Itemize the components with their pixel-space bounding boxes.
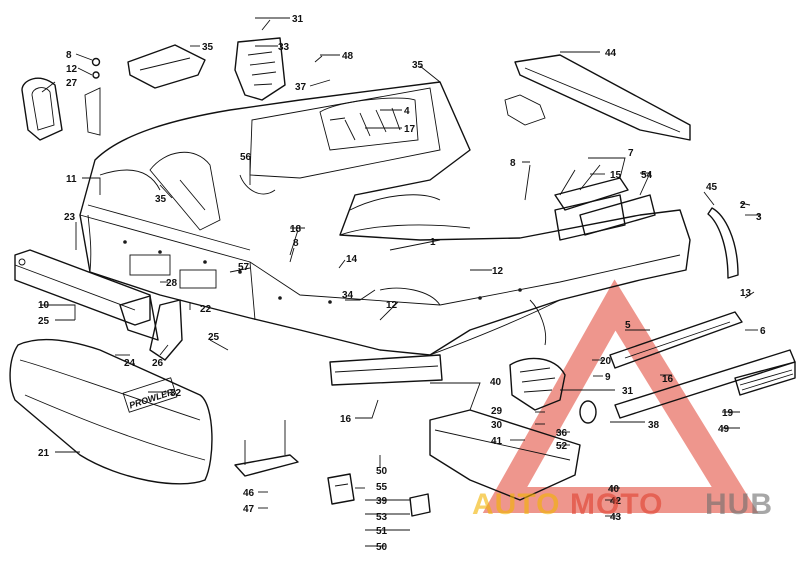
part-33-boot: [234, 37, 286, 101]
callout-c51: 51: [376, 526, 388, 537]
part-53-clip: [409, 493, 431, 517]
callout-c9: 9: [605, 372, 611, 383]
callout-c5: 5: [625, 320, 631, 331]
callout-c21: 21: [38, 448, 50, 459]
callout-c27: 27: [66, 78, 78, 89]
callout-c40b: 40: [608, 484, 620, 495]
callout-c57: 57: [238, 262, 250, 273]
callout-c22: 22: [200, 304, 212, 315]
watermark-moto: MOTO: [570, 488, 663, 521]
callout-c8c: 8: [293, 238, 299, 249]
bolt-holes: [123, 240, 522, 304]
watermark-triangle-icon: [482, 279, 759, 513]
part-55-latch: [327, 473, 355, 505]
callout-c4: 4: [404, 106, 410, 117]
callout-c46: 46: [243, 488, 255, 499]
callout-c14: 14: [346, 254, 358, 265]
part-7-15-bracket: [554, 164, 656, 241]
part-29-boot-right: [509, 357, 566, 411]
callout-c31b: 31: [622, 386, 634, 397]
callout-c35b: 35: [412, 60, 424, 71]
callout-c48: 48: [342, 51, 354, 62]
watermark-auto: AUTO: [472, 488, 560, 521]
part-30-clamp: [579, 400, 597, 424]
callout-c24: 24: [124, 358, 136, 369]
callout-c34: 34: [342, 290, 354, 301]
callout-c11: 11: [66, 174, 77, 185]
part-26-bracket: [149, 299, 183, 361]
part-46-plate: [234, 454, 299, 477]
callout-c28: 28: [166, 278, 178, 289]
callout-c20: 20: [600, 356, 612, 367]
part-16-skid-plate: [329, 354, 443, 386]
part-27-lens-bezel: [21, 77, 63, 141]
part-19-wear-strip: [614, 349, 796, 419]
callout-c36: 36: [556, 428, 568, 439]
callout-c18: 18: [290, 224, 302, 235]
callout-c53: 53: [376, 512, 388, 523]
callout-c45: 45: [706, 182, 718, 193]
callout-c17: 17: [404, 124, 416, 135]
callout-c23: 23: [64, 212, 76, 223]
callout-c25a: 25: [38, 316, 50, 327]
callout-c41: 41: [491, 436, 503, 447]
callout-c25b: 25: [208, 332, 220, 343]
callout-c10: 10: [38, 300, 50, 311]
callout-c55: 55: [376, 482, 388, 493]
callout-c35c: 35: [155, 194, 167, 205]
callout-c31a: 31: [292, 14, 304, 25]
watermark-logo: [482, 279, 759, 513]
bumper-decal-text: PROWLER: [128, 387, 175, 411]
callout-c47: 47: [243, 504, 255, 515]
callout-c54: 54: [641, 170, 653, 181]
callout-c37: 37: [295, 82, 307, 93]
part-5-rail: [609, 311, 743, 369]
callout-c38: 38: [648, 420, 660, 431]
callout-c8a: 8: [66, 50, 72, 61]
callout-c42: 42: [610, 496, 622, 507]
callout-c49: 49: [718, 424, 730, 435]
callout-c39: 39: [376, 496, 388, 507]
callout-c32: 32: [170, 388, 182, 399]
callout-c15: 15: [610, 170, 622, 181]
callout-c19: 19: [722, 408, 734, 419]
callout-c50b: 50: [376, 542, 388, 553]
watermark-text: AUTO MOTO HUB: [472, 488, 773, 521]
callout-c35a: 35: [202, 42, 214, 53]
part-8-grommet: [84, 57, 101, 136]
callout-c40a: 40: [490, 377, 502, 388]
part-2-strip: [707, 207, 739, 279]
callout-c12a: 12: [66, 64, 78, 75]
callout-c56: 56: [240, 152, 252, 163]
callout-c2: 2: [740, 200, 746, 211]
belly-pan-body: [79, 81, 691, 356]
part-35-vent-cap: [127, 44, 206, 89]
callout-c16a: 16: [662, 374, 674, 385]
callout-c12c: 12: [386, 300, 398, 311]
callout-c29: 29: [491, 406, 503, 417]
callout-c43: 43: [610, 512, 622, 523]
callout-c13: 13: [740, 288, 752, 299]
part-44-bracket: [504, 54, 691, 141]
callout-c16b: 16: [340, 414, 352, 425]
callout-c7: 7: [628, 148, 634, 159]
leader-lines: [40, 17, 760, 547]
callout-c44: 44: [605, 48, 617, 59]
callout-c50a: 50: [376, 466, 388, 477]
part-21-bumper: [9, 338, 213, 485]
callout-c8b: 8: [510, 158, 516, 169]
callout-c33: 33: [278, 42, 290, 53]
part-39-panel: [429, 409, 581, 501]
part-10-front-bar: [14, 249, 159, 341]
callout-c3: 3: [756, 212, 762, 223]
watermark-hub: HUB: [705, 488, 773, 521]
callout-c52: 52: [556, 441, 568, 452]
callout-c6: 6: [760, 326, 766, 337]
callout-c26: 26: [152, 358, 164, 369]
callout-c1: 1: [430, 237, 436, 248]
callout-c30: 30: [491, 420, 503, 431]
callout-c12b: 12: [492, 266, 504, 277]
